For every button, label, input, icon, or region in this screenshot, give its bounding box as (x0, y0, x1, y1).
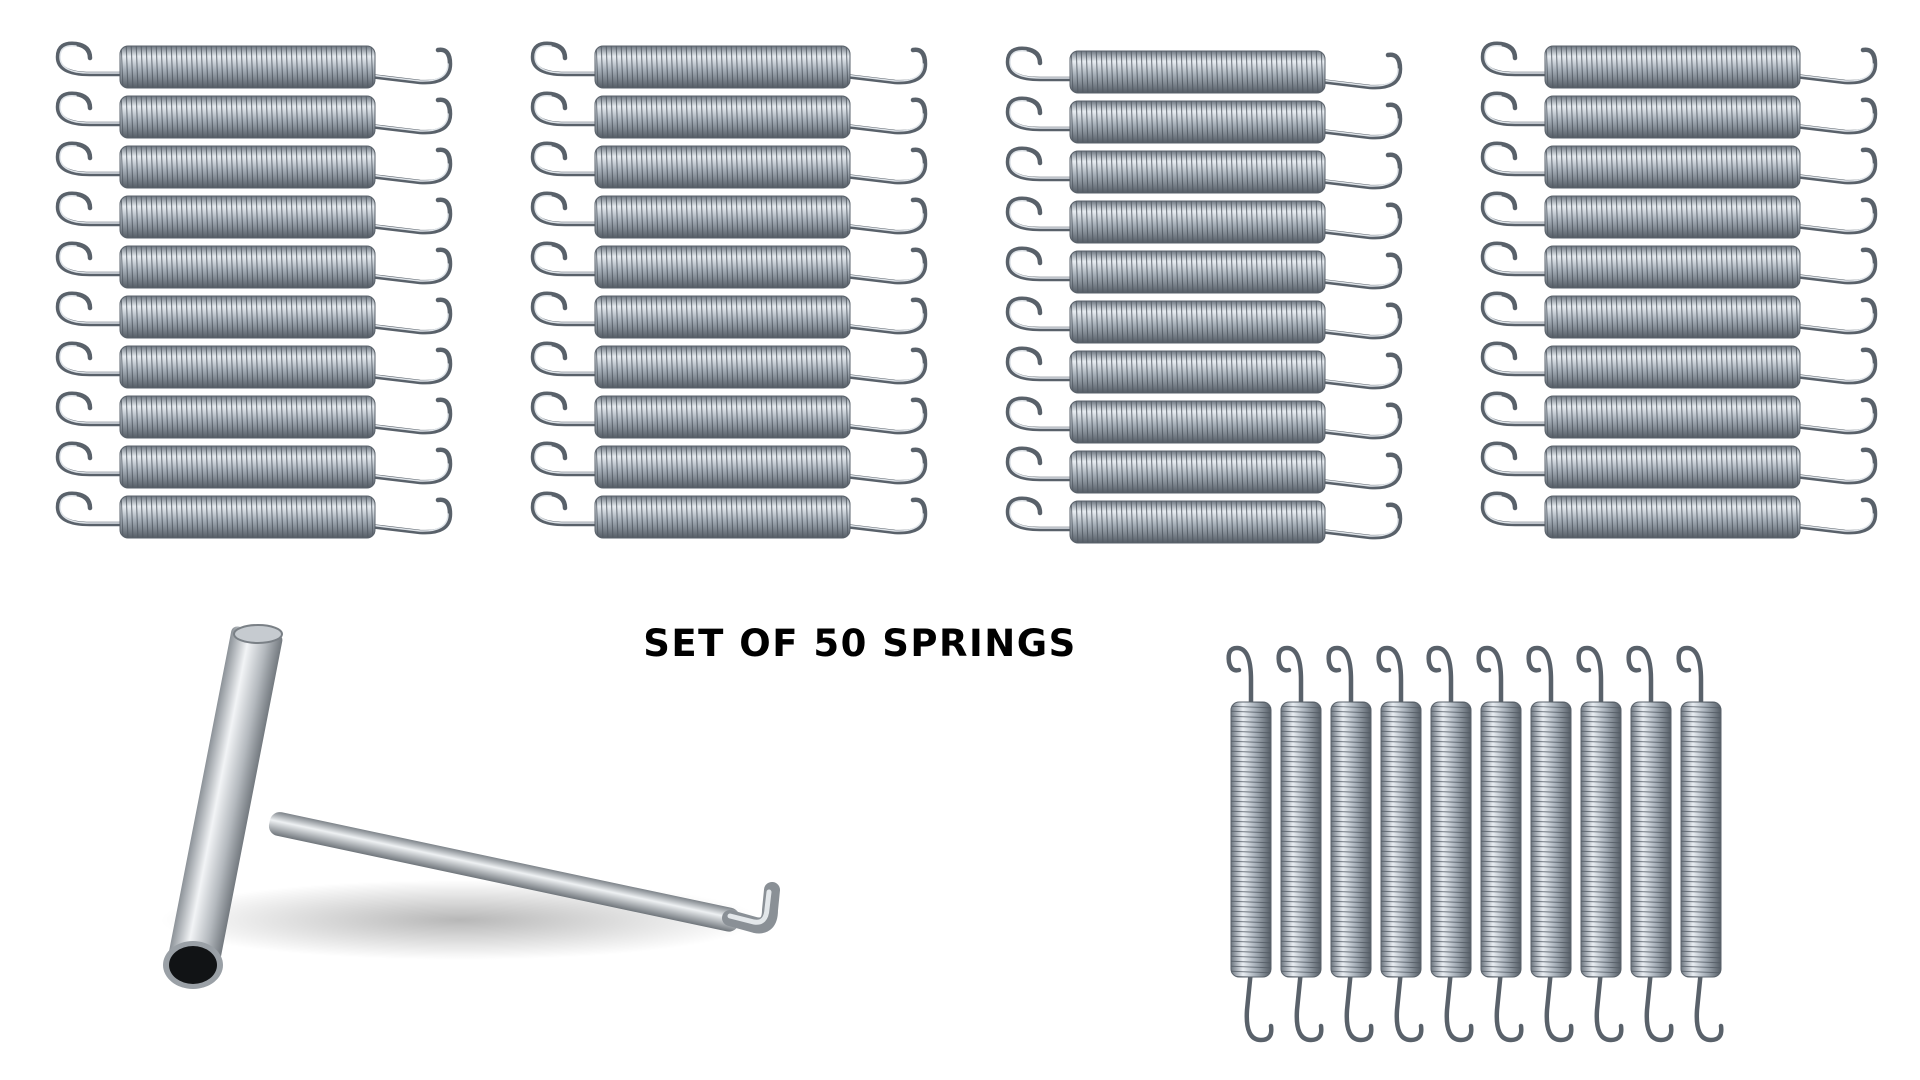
spring-group-3 (1000, 45, 1410, 565)
spring-pull-tool-icon (130, 620, 790, 1000)
spring-item (50, 90, 460, 146)
spring-item (525, 140, 935, 196)
spring-item (1000, 45, 1410, 101)
spring-item (525, 440, 935, 496)
spring-item (1000, 245, 1410, 301)
spring-item (525, 40, 935, 96)
spring-item (1000, 95, 1410, 151)
spring-item (50, 490, 460, 546)
spring-item (525, 340, 935, 396)
spring-item (50, 190, 460, 246)
spring-item (1475, 290, 1885, 346)
spring-item (1475, 490, 1885, 546)
spring-group-1 (50, 40, 460, 560)
spring-item (1375, 640, 1427, 1050)
spring-item (1000, 145, 1410, 201)
spring-item (525, 240, 935, 296)
spring-item (1475, 40, 1885, 96)
spring-item (525, 90, 935, 146)
spring-item (1000, 295, 1410, 351)
spring-group-vertical (1225, 640, 1765, 1060)
spring-item (525, 290, 935, 346)
caption-text: SET OF 50 SPRINGS (643, 622, 1077, 665)
spring-item (1475, 190, 1885, 246)
spring-item (1225, 640, 1277, 1050)
spring-item (1475, 390, 1885, 446)
spring-item (50, 290, 460, 346)
spring-item (1475, 240, 1885, 296)
spring-item (50, 440, 460, 496)
spring-item (1000, 495, 1410, 551)
spring-item (1000, 345, 1410, 401)
spring-item (1475, 90, 1885, 146)
spring-item (525, 490, 935, 546)
spring-item (525, 390, 935, 446)
spring-item (1475, 140, 1885, 196)
spring-item (1625, 640, 1677, 1050)
spring-group-4 (1475, 40, 1885, 560)
spring-group-2 (525, 40, 935, 560)
spring-item (1275, 640, 1327, 1050)
spring-item (1000, 395, 1410, 451)
spring-item (1675, 640, 1727, 1050)
spring-item (50, 240, 460, 296)
spring-item (1000, 445, 1410, 501)
spring-item (1325, 640, 1377, 1050)
spring-item (50, 40, 460, 96)
spring-item (50, 390, 460, 446)
spring-item (1000, 195, 1410, 251)
spring-item (50, 140, 460, 196)
spring-item (1475, 440, 1885, 496)
spring-item (1425, 640, 1477, 1050)
spring-item (525, 190, 935, 246)
spring-item (1575, 640, 1627, 1050)
spring-item (1475, 340, 1885, 396)
spring-item (50, 340, 460, 396)
spring-item (1525, 640, 1577, 1050)
spring-item (1475, 640, 1527, 1050)
